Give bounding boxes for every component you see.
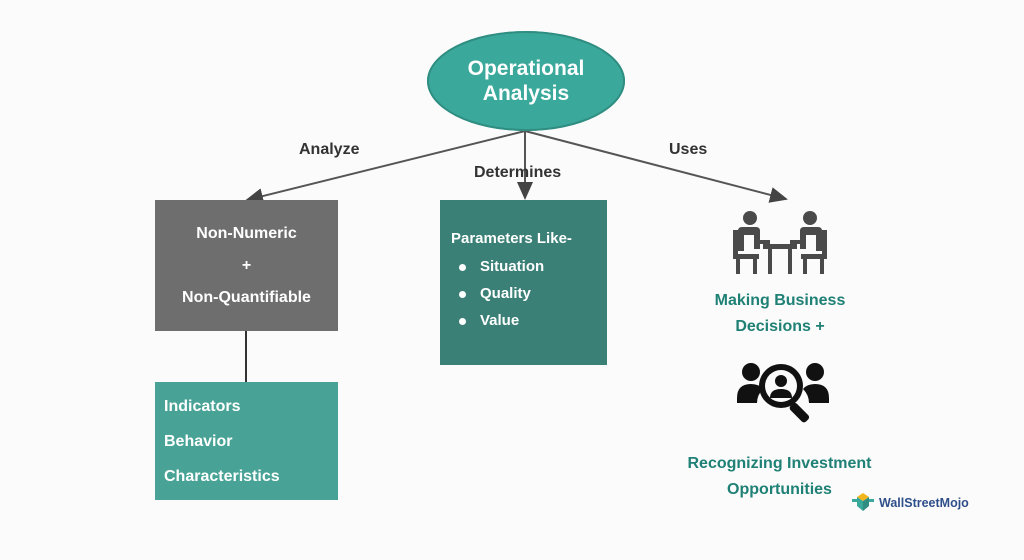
business-meeting-icon xyxy=(733,211,827,274)
non-numeric-box: Non-Numeric + Non-Quantifiable xyxy=(155,200,338,331)
root-line1: Operational xyxy=(467,57,585,80)
decisions-line2: Decisions + xyxy=(735,318,825,335)
bullet-icon xyxy=(459,317,466,325)
root-line2: Analysis xyxy=(482,82,570,105)
indicators-box: Indicators Behavior Characteristics xyxy=(155,382,338,500)
indicator-item: Characteristics xyxy=(164,467,280,485)
edge-label-uses: Uses xyxy=(669,141,708,158)
decisions-line1: Making Business xyxy=(714,292,846,309)
parameter-text: Value xyxy=(480,312,520,329)
making-business-decisions: Making Business Decisions + xyxy=(700,288,860,340)
parameter-item: Situation xyxy=(459,253,607,280)
logo-text: WallStreetMojo xyxy=(879,496,969,510)
investment-line2: Opportunities xyxy=(727,481,832,498)
indicator-item: Behavior xyxy=(164,432,233,450)
wallstreetmojo-logo: WallStreetMojo xyxy=(850,490,969,516)
arrow-analyze xyxy=(245,130,526,204)
parameter-text: Situation xyxy=(480,258,545,275)
operational-analysis-node: Operational Analysis xyxy=(427,31,625,131)
parameters-box: Parameters Like- Situation Quality Value xyxy=(440,200,607,365)
recognizing-investment-opportunities: Recognizing Investment Opportunities xyxy=(672,451,887,503)
edge-label-determines: Determines xyxy=(474,164,562,181)
bullet-icon xyxy=(459,290,466,298)
plus-label: + xyxy=(241,256,252,274)
parameters-label: Parameters Like- xyxy=(451,230,572,247)
non-numeric-label: Non-Numeric xyxy=(196,224,297,242)
parameter-item: Quality xyxy=(459,280,607,307)
edge-label-analyze: Analyze xyxy=(299,141,360,158)
indicator-item: Indicators xyxy=(164,397,241,415)
parameter-item: Value xyxy=(459,307,607,334)
logo-icon xyxy=(852,493,874,511)
parameter-text: Quality xyxy=(480,285,531,302)
people-search-icon xyxy=(737,363,829,423)
non-quantifiable-label: Non-Quantifiable xyxy=(182,288,311,306)
parameters-list: Situation Quality Value xyxy=(451,253,607,334)
arrow-uses xyxy=(524,130,788,203)
investment-line1: Recognizing Investment xyxy=(687,455,872,472)
bullet-icon xyxy=(459,263,466,271)
